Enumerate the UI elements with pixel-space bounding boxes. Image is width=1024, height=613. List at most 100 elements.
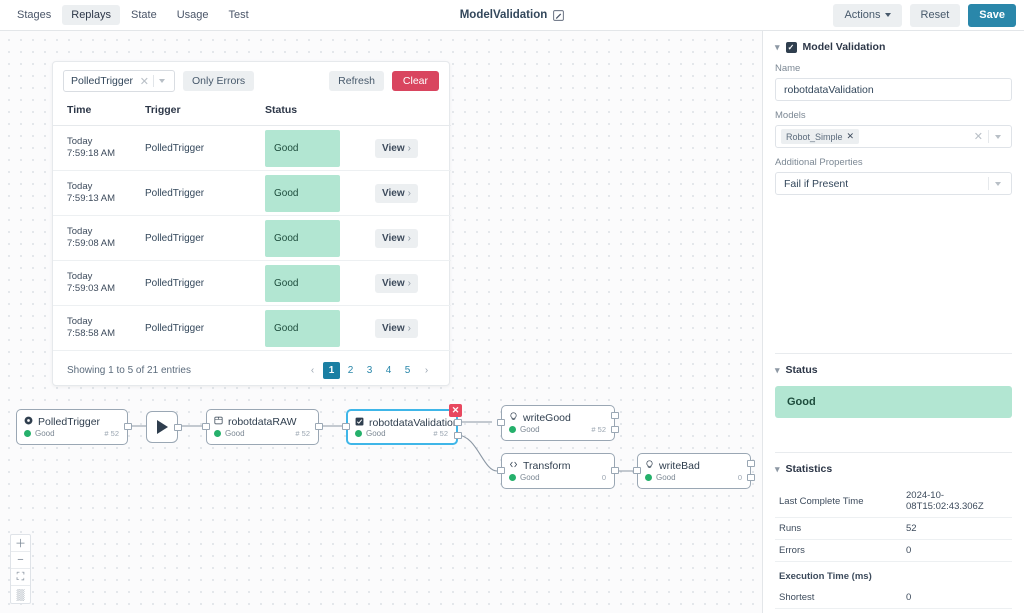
actions-button[interactable]: Actions: [833, 3, 902, 27]
cell-view: View›: [375, 260, 451, 306]
remove-tag-icon[interactable]: ✕: [846, 131, 855, 141]
status-badge: Good: [265, 309, 340, 347]
flow-node-transform[interactable]: Transform Good 0: [497, 453, 619, 489]
chevron-down-icon[interactable]: ▾: [775, 41, 780, 52]
flow-node-output-port-a[interactable]: [611, 412, 619, 419]
clear-models-icon[interactable]: ✕: [973, 131, 983, 143]
minimap-icon[interactable]: ▒: [16, 588, 25, 601]
flow-node-input-port[interactable]: [497, 467, 505, 474]
table-row[interactable]: Today 7:59:03 AM PolledTrigger Good View…: [53, 260, 451, 306]
tab-test[interactable]: Test: [228, 9, 249, 21]
tab-state[interactable]: State: [131, 9, 157, 21]
cell-trigger: PolledTrigger: [145, 305, 265, 351]
zoom-out-icon[interactable]: −: [11, 552, 30, 569]
save-button[interactable]: Save: [968, 3, 1016, 27]
flow-node-input-port[interactable]: [342, 423, 350, 430]
only-errors-button[interactable]: Only Errors: [183, 71, 255, 91]
chevron-down-icon[interactable]: ▾: [775, 463, 780, 474]
flow-node-output-port-a[interactable]: [747, 460, 755, 467]
flow-node-output-port-b[interactable]: [747, 474, 755, 481]
zoom-in-icon[interactable]: ＋: [11, 535, 30, 552]
cell-time: Today 7:59:03 AM: [53, 260, 145, 306]
error-badge-icon[interactable]: ✕: [449, 404, 462, 417]
flow-node-footer: Good # 52: [17, 429, 127, 444]
pagination-next[interactable]: ›: [424, 365, 429, 376]
refresh-button[interactable]: Refresh: [329, 71, 384, 91]
flow-node-output-port-bad[interactable]: [454, 432, 462, 439]
name-input[interactable]: robotdataValidation: [775, 78, 1012, 101]
view-button[interactable]: View›: [375, 184, 418, 203]
trigger-filter-select[interactable]: PolledTrigger ✕: [63, 70, 175, 92]
flow-node-status: Good: [35, 429, 55, 438]
top-navigation-bar: Stages Replays State Usage Test ModelVal…: [0, 0, 1024, 31]
clear-filter-icon[interactable]: ✕: [139, 75, 149, 88]
cell-status: Good: [265, 125, 375, 171]
view-button[interactable]: View›: [375, 229, 418, 248]
model-tag[interactable]: Robot_Simple ✕: [781, 129, 860, 144]
flow-node-output-port-good[interactable]: [454, 419, 462, 426]
pagination-prev[interactable]: ‹: [310, 365, 315, 376]
bulb-icon: [645, 460, 654, 472]
cell-trigger: PolledTrigger: [145, 215, 265, 261]
flow-node-robotdatavalidation[interactable]: ✕ robotdataValidation Good # 52: [342, 404, 462, 445]
reset-button[interactable]: Reset: [909, 3, 961, 27]
table-row[interactable]: Today 7:59:18 AM PolledTrigger Good View…: [53, 125, 451, 171]
flow-canvas[interactable]: PolledTrigger Good # 52 robotdataRAW Goo…: [0, 31, 762, 613]
flow-node-output-port[interactable]: [315, 423, 323, 430]
view-button-label: View: [382, 233, 405, 244]
trigger-filter-value: PolledTrigger: [71, 75, 134, 87]
cell-trigger: PolledTrigger: [145, 125, 265, 171]
tab-replays[interactable]: Replays: [62, 5, 120, 25]
statistics-header[interactable]: ▾ Statistics: [775, 463, 1012, 475]
flow-node-input-port[interactable]: [633, 467, 641, 474]
flow-node-robotdataraw[interactable]: robotdataRAW Good # 52: [202, 409, 323, 445]
replays-toolbar: PolledTrigger ✕ Only Errors Refresh Clea…: [53, 62, 449, 98]
view-button[interactable]: View›: [375, 274, 418, 293]
table-row[interactable]: Today 7:59:13 AM PolledTrigger Good View…: [53, 170, 451, 216]
cell-time: Today 7:58:58 AM: [53, 305, 145, 351]
view-button[interactable]: View›: [375, 319, 418, 338]
chevron-right-icon: ›: [407, 233, 411, 244]
divider: [153, 75, 154, 87]
flow-node-play-button[interactable]: [146, 411, 182, 443]
pagination-page-3[interactable]: 3: [366, 365, 373, 376]
section-divider: [775, 452, 1012, 453]
tab-usage[interactable]: Usage: [176, 9, 209, 21]
flow-node-input-port[interactable]: [497, 419, 505, 426]
clear-button[interactable]: Clear: [391, 71, 439, 91]
flow-node-writegood[interactable]: writeGood Good # 52: [497, 405, 619, 441]
flow-node-writebad[interactable]: writeBad Good 0: [633, 453, 755, 489]
models-field-label: Models: [775, 110, 806, 121]
flow-node-output-port-b[interactable]: [611, 426, 619, 433]
status-header[interactable]: ▾ Status: [775, 364, 1012, 376]
chevron-down-icon[interactable]: ▾: [775, 364, 780, 375]
pagination-page-2[interactable]: 2: [347, 365, 354, 376]
stat-label: Last Complete Time: [775, 485, 902, 518]
pagination: ‹ 1 2 3 4 5 ›: [304, 362, 435, 379]
chevron-down-icon[interactable]: [995, 134, 1001, 139]
table-row[interactable]: Today 7:59:08 AM PolledTrigger Good View…: [53, 215, 451, 261]
models-multiselect[interactable]: Robot_Simple ✕ ✕: [775, 125, 1012, 148]
view-button[interactable]: View›: [375, 139, 418, 158]
topbar-actions: Actions Reset Save: [833, 3, 1016, 27]
status-dot-icon: [214, 430, 221, 437]
flow-node-polledtrigger[interactable]: PolledTrigger Good # 52: [16, 409, 132, 445]
flow-node-output-port[interactable]: [124, 423, 132, 430]
fit-view-icon[interactable]: ⛶: [11, 569, 30, 586]
edit-pencil-icon[interactable]: [553, 9, 564, 21]
pagination-page-4[interactable]: 4: [385, 365, 392, 376]
chevron-down-icon[interactable]: [995, 181, 1001, 186]
column-header-actions: [375, 98, 451, 126]
cell-time: Today 7:59:18 AM: [53, 125, 145, 171]
pagination-page-1[interactable]: 1: [323, 362, 340, 379]
tab-stages[interactable]: Stages: [17, 9, 52, 21]
flow-node-output-port[interactable]: [611, 467, 619, 474]
table-row[interactable]: Today 7:58:58 AM PolledTrigger Good View…: [53, 305, 451, 351]
pagination-page-5[interactable]: 5: [404, 365, 411, 376]
model-validation-header[interactable]: ▾ ✓ Model Validation: [775, 41, 1012, 53]
flow-node-title-row: robotdataValidation: [348, 411, 459, 429]
additional-properties-select[interactable]: Fail if Present: [775, 172, 1012, 195]
flow-node-input-port[interactable]: [202, 423, 210, 430]
flow-node-status: Good: [656, 473, 676, 482]
flow-node-output-port[interactable]: [174, 424, 182, 431]
